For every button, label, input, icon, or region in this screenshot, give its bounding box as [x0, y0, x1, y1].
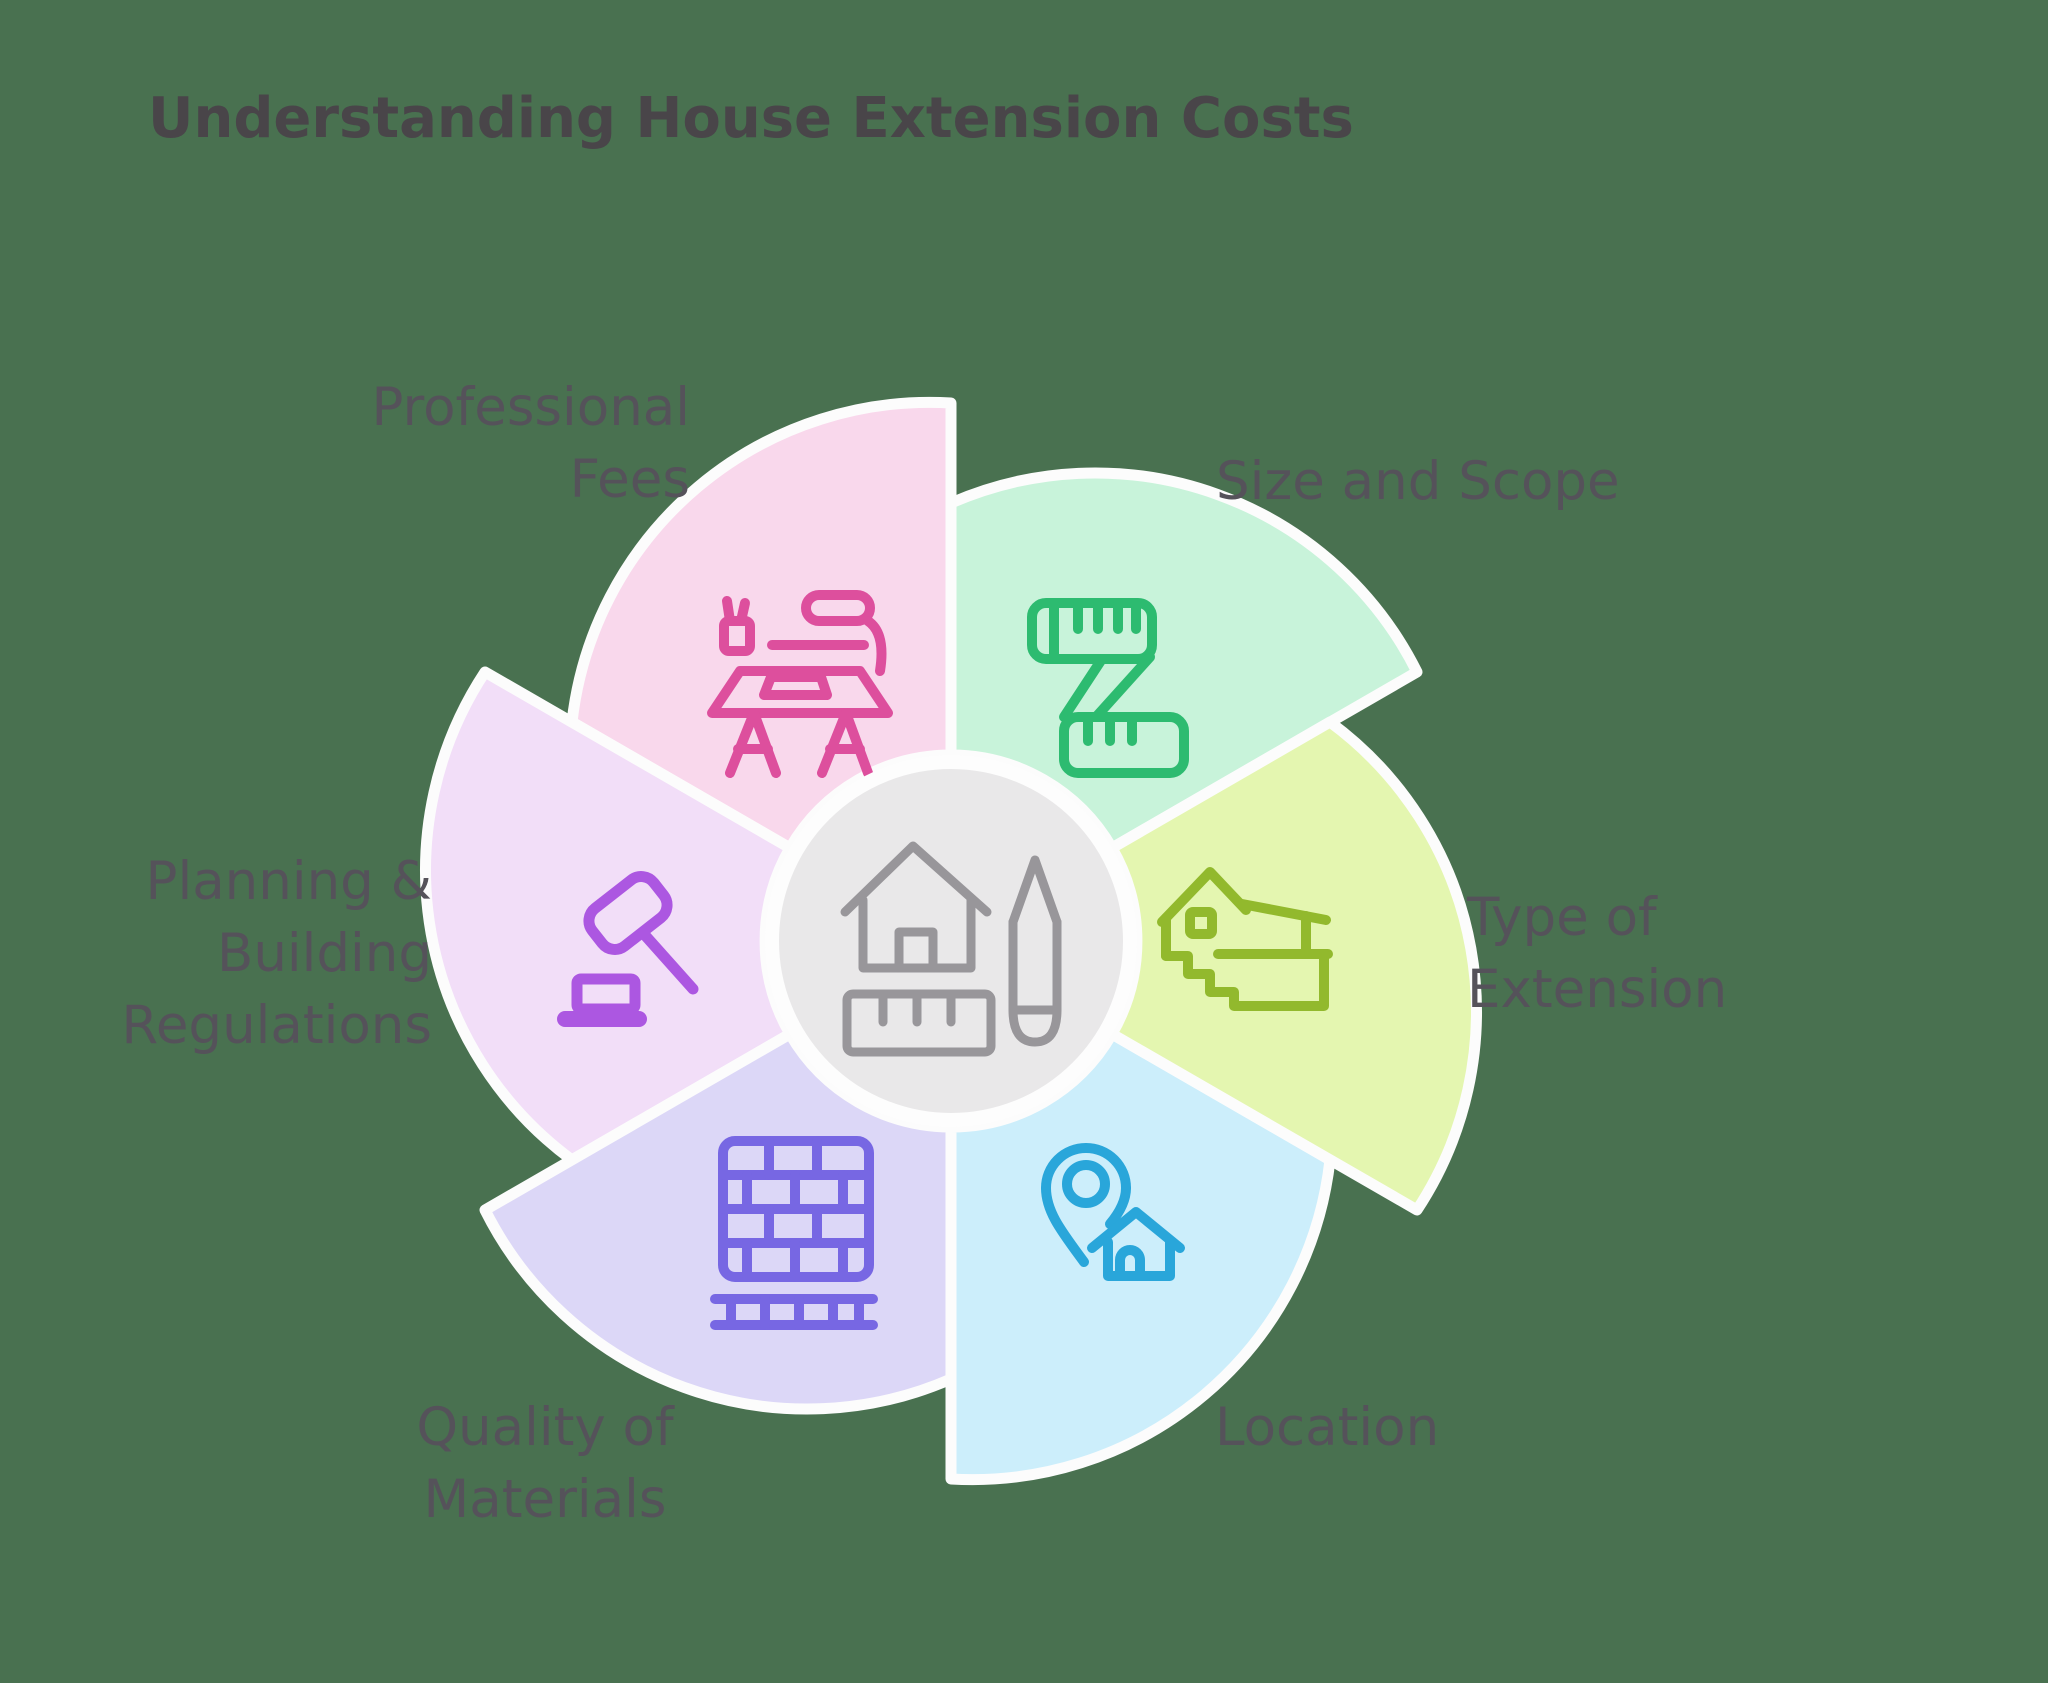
architect-desk-icon: [707, 590, 893, 778]
segment-label-quality-of-materials: Quality of Materials: [416, 1397, 674, 1530]
segment-label-planning-building-regulations: Planning & Building Regulations: [121, 851, 432, 1056]
segment-label-professional-fees: Professional Fees: [371, 377, 690, 510]
page-title: Understanding House Extension Costs: [148, 86, 1354, 151]
house-plan-icon: [840, 841, 1062, 1057]
measuring-tape-icon: [1027, 598, 1189, 778]
segment-label-type-of-extension: Type of Extension: [1467, 887, 1728, 1020]
location-pin-house-icon: [1041, 1143, 1185, 1281]
house-extension-icon: [1157, 867, 1333, 1011]
gavel-icon: [557, 871, 699, 1027]
segment-label-size-and-scope: Size and Scope: [1216, 451, 1620, 512]
brick-wall-icon: [710, 1136, 878, 1330]
center-circle: [765, 755, 1137, 1127]
segment-label-location: Location: [1215, 1397, 1440, 1458]
